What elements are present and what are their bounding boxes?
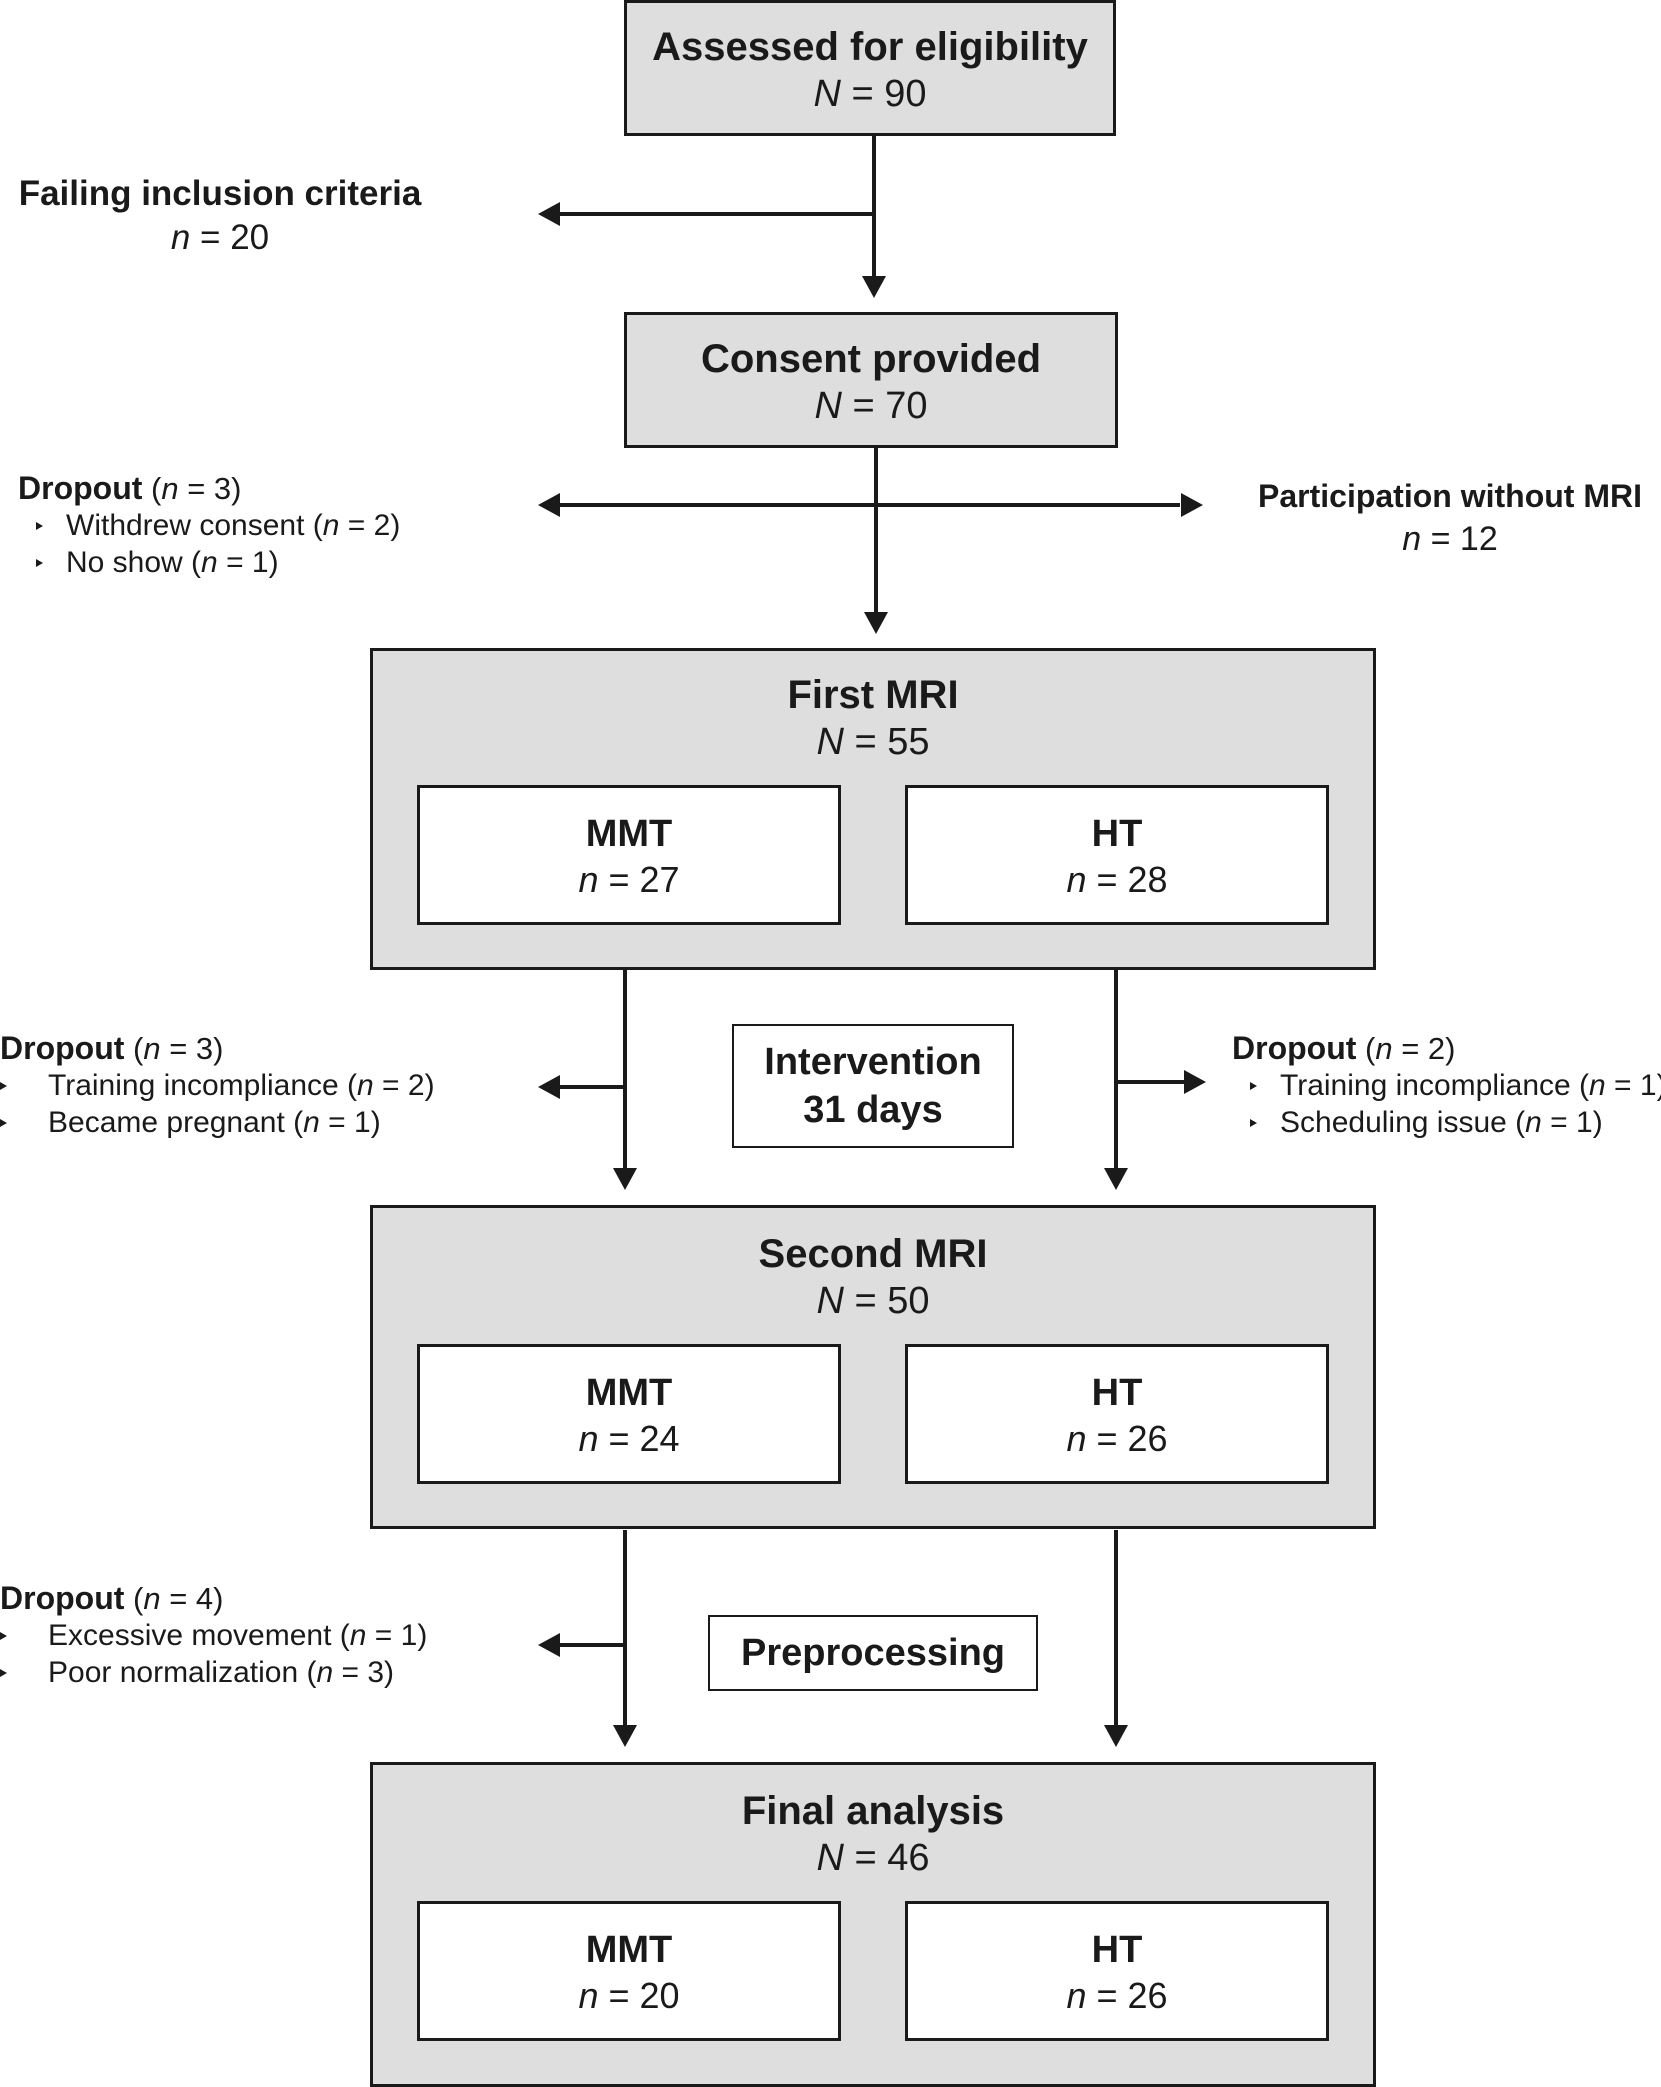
- second-mri-count: N = 50: [816, 1280, 930, 1322]
- arrowhead: [1104, 1168, 1128, 1190]
- dropout4-item: Excessive movement (n = 1): [0, 1617, 427, 1654]
- no-mri-title: Participation without MRI: [1258, 478, 1642, 514]
- assessed-count: N = 90: [813, 73, 927, 115]
- ht-label: HT: [1091, 813, 1143, 855]
- ht-count: n = 26: [1066, 1418, 1168, 1459]
- final-title: Final analysis: [741, 1789, 1005, 1833]
- ht-label: HT: [1091, 1372, 1143, 1414]
- second-mri-box: Second MRI N = 50 MMT n = 24 HT n = 26: [370, 1205, 1376, 1529]
- dropout3-item: Training incompliance (n = 1): [1232, 1067, 1661, 1104]
- second-mri-ht-box: HT n = 26: [905, 1344, 1329, 1484]
- dropout1-item: Withdrew consent (n = 2): [18, 507, 400, 544]
- mmt-label: MMT: [585, 1372, 673, 1414]
- intervention-line2: 31 days: [803, 1089, 943, 1131]
- dropout2-item: Became pregnant (n = 1): [0, 1104, 435, 1141]
- final-mmt-box: MMT n = 20: [417, 1901, 841, 2041]
- first-mri-count: N = 55: [816, 721, 930, 763]
- mmt-count: n = 20: [578, 1975, 680, 2016]
- consent-box: Consent provided N = 70: [624, 312, 1118, 448]
- mmt-label: MMT: [585, 1929, 673, 1971]
- ht-count: n = 26: [1066, 1975, 1168, 2016]
- first-mri-ht-box: HT n = 28: [905, 785, 1329, 925]
- failing-title: Failing inclusion criteria: [18, 174, 422, 213]
- dropout2-heading: Dropout (n = 3): [0, 1030, 224, 1066]
- failing-label: Failing inclusion criteria n = 20: [10, 172, 430, 260]
- dropout3-block: Dropout (n = 2) Training incompliance (n…: [1232, 1030, 1661, 1141]
- dropout1-block: Dropout (n = 3) Withdrew consent (n = 2)…: [18, 470, 400, 581]
- dropout4-item: Poor normalization (n = 3): [0, 1654, 427, 1691]
- arrowhead: [1104, 1725, 1128, 1747]
- final-analysis-box: Final analysis N = 46 MMT n = 20 HT n = …: [370, 1762, 1376, 2087]
- arrowhead: [613, 1725, 637, 1747]
- arrowhead: [538, 493, 560, 517]
- dropout4-heading: Dropout (n = 4): [0, 1580, 224, 1616]
- no-mri-label: Participation without MRI n = 12: [1240, 475, 1660, 561]
- dropout1-heading: Dropout (n = 3): [18, 470, 242, 506]
- first-mri-box: First MRI N = 55 MMT n = 27 HT n = 28: [370, 648, 1376, 970]
- mmt-count: n = 24: [578, 1418, 680, 1459]
- dropout3-heading: Dropout (n = 2): [1232, 1030, 1456, 1066]
- arrowhead: [538, 202, 560, 226]
- second-mri-mmt-box: MMT n = 24: [417, 1344, 841, 1484]
- intervention-box: Intervention 31 days: [732, 1024, 1014, 1148]
- arrowhead: [613, 1168, 637, 1190]
- dropout1-item: No show (n = 1): [18, 544, 400, 581]
- ht-label: HT: [1091, 1929, 1143, 1971]
- final-count: N = 46: [816, 1837, 930, 1879]
- arrowhead: [864, 612, 888, 634]
- preprocessing-box: Preprocessing: [708, 1615, 1038, 1691]
- failing-count: n = 20: [170, 218, 270, 257]
- preprocessing-label: Preprocessing: [741, 1632, 1005, 1674]
- ht-count: n = 28: [1066, 859, 1168, 900]
- first-mri-title: First MRI: [787, 673, 959, 717]
- no-mri-count: n = 12: [1402, 520, 1498, 558]
- mmt-label: MMT: [585, 813, 673, 855]
- first-mri-mmt-box: MMT n = 27: [417, 785, 841, 925]
- dropout2-block: Dropout (n = 3) Training incompliance (n…: [0, 1030, 435, 1141]
- assessed-title: Assessed for eligibility: [652, 25, 1088, 69]
- dropout4-block: Dropout (n = 4) Excessive movement (n = …: [0, 1580, 427, 1691]
- final-ht-box: HT n = 26: [905, 1901, 1329, 2041]
- arrowhead: [862, 276, 886, 298]
- dropout2-item: Training incompliance (n = 2): [0, 1067, 435, 1104]
- consent-title: Consent provided: [700, 337, 1042, 381]
- arrowhead: [1184, 1070, 1206, 1094]
- consent-count: N = 70: [814, 385, 928, 427]
- second-mri-title: Second MRI: [758, 1232, 988, 1276]
- arrowhead: [538, 1633, 560, 1657]
- dropout3-item: Scheduling issue (n = 1): [1232, 1104, 1661, 1141]
- intervention-line1: Intervention: [764, 1041, 982, 1083]
- assessed-box: Assessed for eligibility N = 90: [624, 0, 1116, 136]
- arrowhead: [1181, 493, 1203, 517]
- mmt-count: n = 27: [578, 859, 680, 900]
- arrowhead: [538, 1075, 560, 1099]
